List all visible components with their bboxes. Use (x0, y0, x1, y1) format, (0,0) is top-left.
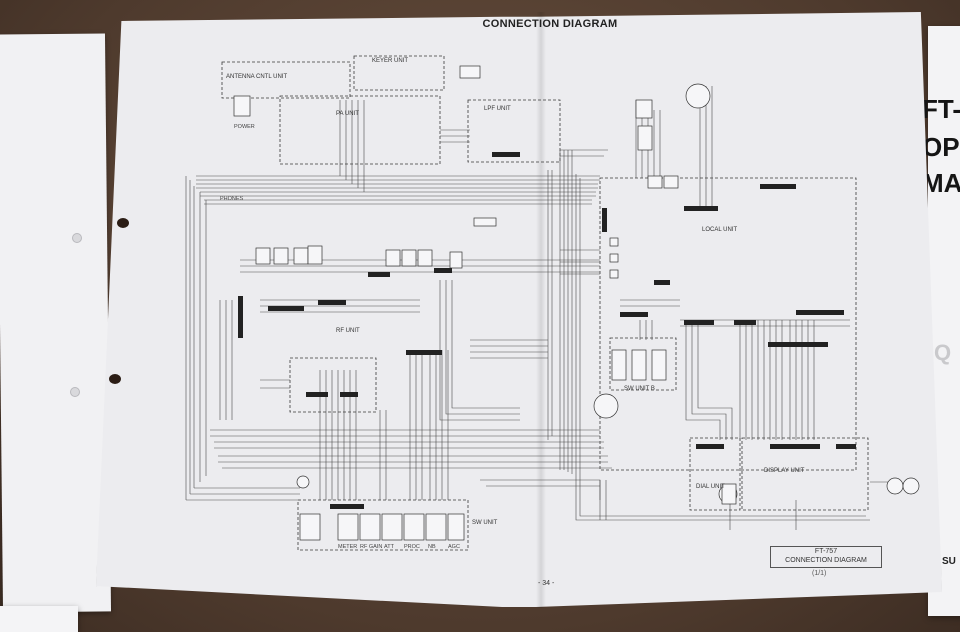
pin-headers (238, 152, 856, 509)
fuse-holder (459, 65, 481, 79)
right-page-line-1: FT- (922, 94, 960, 124)
bottom-paper-edge (0, 606, 78, 632)
meter (296, 475, 310, 489)
phones-label: PHONES (220, 196, 244, 202)
title-block-sub: (1/1) (812, 570, 827, 577)
power-jack (233, 95, 251, 117)
center-fold (536, 12, 546, 608)
transistor (637, 125, 653, 151)
agc-knob-label: AGC (448, 544, 460, 550)
page-number: - 34 - (538, 580, 555, 587)
local-label: LOCAL UNIT (702, 227, 737, 233)
dial-box (689, 437, 741, 511)
rca-jack-1 (886, 477, 904, 495)
antenna-ctrl-box (221, 61, 351, 99)
right-page-faint-letter: Q (934, 340, 952, 365)
title-block-model: FT-757 (814, 548, 838, 555)
sw-b-box (609, 337, 677, 391)
rfgain-knob-label: RF GAIN (360, 544, 382, 550)
display-label: DISPLAY UNIT (764, 468, 805, 474)
rf-label: RF UNIT (336, 328, 360, 334)
left-page-punch-hole-bottom (70, 387, 80, 397)
sw-label: SW UNIT (472, 520, 498, 526)
pa-label: PA UNIT (336, 111, 359, 117)
rca-jack-2 (902, 477, 920, 495)
sw-box (297, 499, 469, 551)
right-page-bottom-text: SU (942, 556, 956, 567)
dial-label: DIAL UNIT (696, 484, 725, 490)
keyer-box (353, 55, 445, 91)
local-box (599, 177, 857, 471)
sheet-punch-hole-top (117, 218, 129, 228)
components (233, 65, 920, 541)
pa-box (279, 95, 441, 165)
title-block: FT-757 CONNECTION DIAGRAM (770, 546, 882, 568)
lpf-box (467, 99, 561, 163)
relay (635, 99, 653, 119)
keyer-label: KEYER UNIT (372, 58, 408, 64)
rf-box (289, 357, 377, 413)
sheet-punch-hole-bottom (109, 374, 121, 384)
title-block-caption: CONNECTION DIAGRAM (785, 557, 867, 564)
meter-knob-label: METER (338, 544, 357, 550)
wiring-bundle (185, 86, 890, 530)
right-page-line-3: MA (922, 168, 960, 198)
power-label: POWER (234, 124, 255, 130)
antenna-ctrl-label: ANTENNA CNTL UNIT (226, 74, 287, 80)
right-page-line-2: OPE (922, 132, 960, 162)
att-knob-label: ATT (384, 544, 395, 550)
mic-connector (685, 83, 711, 109)
nb-knob-label: NB (428, 544, 436, 550)
sw-b-label: SW UNIT B (624, 386, 655, 392)
diagram-heading: CONNECTION DIAGRAM (482, 18, 618, 30)
display-box (741, 437, 869, 511)
acc-connector (593, 393, 619, 419)
proc-knob-label: PROC (404, 544, 420, 550)
lpf-label: LPF UNIT (484, 106, 511, 112)
left-page-punch-hole-top (72, 233, 82, 243)
